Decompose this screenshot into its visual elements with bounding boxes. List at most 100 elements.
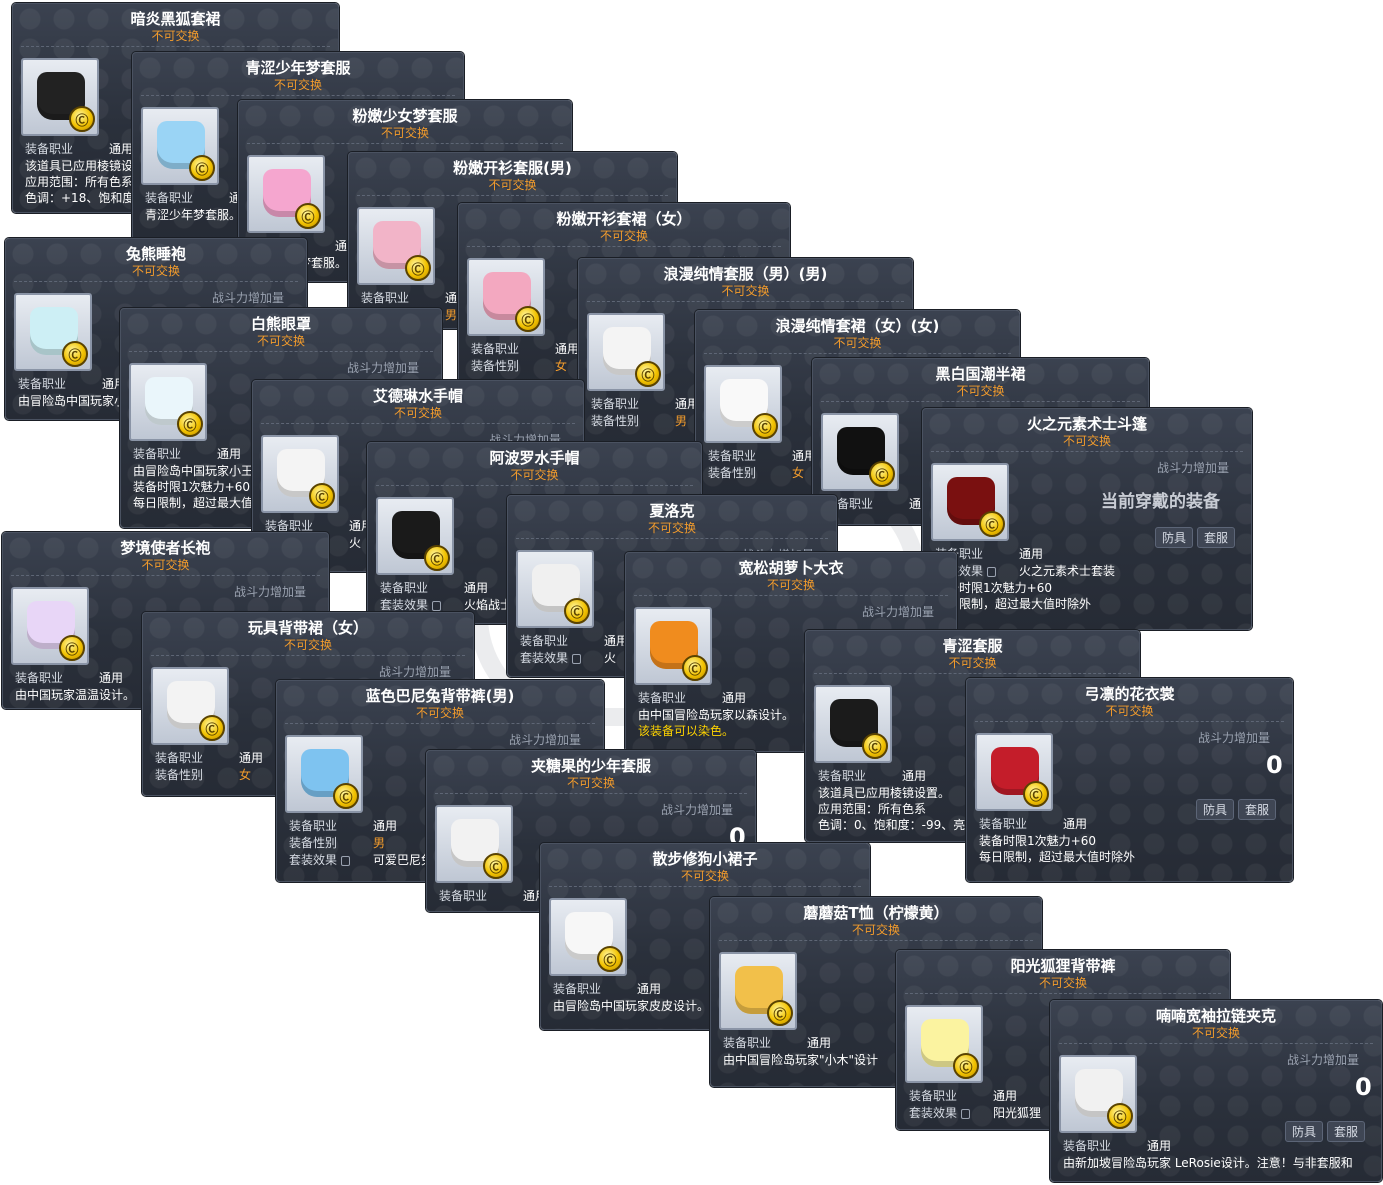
equip-job-label: 装备职业	[723, 1036, 772, 1050]
equip-job-label: 装备职业	[638, 691, 687, 705]
cash-coin-icon: Ⓒ	[682, 655, 708, 681]
equip-job-value: 通用	[1147, 1139, 1172, 1153]
item-name: 白熊眼罩	[250, 315, 311, 333]
item-name: 粉嫩开衫套服(男)	[453, 159, 572, 177]
item-name: 夹糖果的少年套服	[530, 757, 651, 775]
tooltip-divider	[11, 575, 320, 577]
equip-job-value: 通用	[373, 819, 398, 833]
item-description-line: 由中国玩家温温设计。	[15, 688, 136, 702]
equip-job-value: 通用	[1019, 547, 1044, 561]
armor-tag: 防具	[1285, 1121, 1324, 1142]
lock-icon	[961, 1108, 971, 1119]
cash-coin-icon: Ⓒ	[177, 411, 203, 437]
equip-gender-value: 男	[373, 836, 386, 850]
equip-job-value: 通用	[807, 1036, 832, 1050]
item-name: 弓凛的花衣裳	[1084, 685, 1175, 703]
untradeable-label: 不可交换	[141, 558, 190, 572]
item-name: 夏洛克	[649, 502, 695, 520]
item-description-line: 装备时限1次魅力+60	[133, 480, 250, 494]
item-description-line: 色调：0、饱和度：-99、亮	[818, 818, 966, 832]
cash-coin-icon: Ⓒ	[333, 783, 359, 809]
equip-gender-value: 男	[445, 308, 458, 322]
item-icon: Ⓒ	[814, 685, 892, 763]
tooltip-divider	[975, 721, 1284, 723]
tooltip-divider	[549, 886, 861, 888]
item-name: 蓝色巴尼兔背带裤(男)	[365, 687, 515, 705]
item-description-line: 应用范围：所有色系	[818, 802, 927, 816]
untradeable-label: 不可交换	[415, 706, 464, 720]
cash-coin-icon: Ⓒ	[979, 511, 1005, 537]
untradeable-label: 不可交换	[948, 656, 997, 670]
untradeable-label: 不可交换	[131, 264, 180, 278]
item-name: 散步修狗小裙子	[652, 850, 758, 868]
untradeable-label: 不可交换	[1038, 976, 1087, 990]
combat-power-label: 战斗力增加量	[509, 733, 582, 747]
cash-coin-icon: Ⓒ	[597, 946, 623, 972]
item-icon: Ⓒ	[467, 258, 545, 336]
untradeable-label: 不可交换	[1062, 434, 1111, 448]
tooltip-divider	[516, 538, 828, 540]
item-icon: Ⓒ	[549, 898, 627, 976]
equip-job-label: 装备职业	[18, 377, 67, 391]
equip-job-value: 通用	[675, 397, 700, 411]
item-name: 阿波罗水手帽	[489, 449, 580, 467]
equip-job-label: 装备职业	[361, 291, 410, 305]
untradeable-label: 不可交换	[273, 78, 322, 92]
equip-job-value: 通用	[902, 769, 927, 783]
equip-job-label: 装备职业	[133, 447, 182, 461]
equip-job-label: 装备职业	[818, 769, 867, 783]
tooltip-divider	[129, 351, 433, 353]
cash-coin-icon: Ⓒ	[1107, 1103, 1133, 1129]
equip-job-value: 通用	[637, 982, 662, 996]
tooltip-divider	[905, 993, 1221, 995]
equip-gender-value: 女	[239, 768, 252, 782]
tooltip-divider	[357, 195, 668, 197]
tooltip-divider	[1059, 1043, 1373, 1045]
set-effect-value: 可爱巴尼兔	[373, 853, 434, 867]
set-effect-label-text: 套装效果	[909, 1106, 958, 1120]
untradeable-label: 不可交换	[151, 29, 200, 43]
cash-coin-icon: Ⓒ	[767, 1000, 793, 1026]
item-name: 玩具背带裙（女）	[247, 619, 368, 637]
item-icon: Ⓒ	[704, 365, 782, 443]
equip-job-label: 装备职业	[155, 751, 204, 765]
set-effect-value: 阳光狐狸	[993, 1106, 1042, 1120]
set-effect-value: 火焰战士	[464, 598, 513, 612]
dye-notice: 该装备可以染色。	[638, 724, 735, 738]
tooltip-divider	[821, 401, 1140, 403]
item-icon: Ⓒ	[11, 587, 89, 665]
item-description-line: 由中国冒险岛玩家以森设计。	[638, 708, 795, 722]
set-effect-label-text: 套装效果	[289, 853, 338, 867]
cash-coin-icon: Ⓒ	[752, 413, 778, 439]
combat-power-label: 战斗力增加量	[862, 605, 935, 619]
set-tag: 套服	[1327, 1121, 1366, 1142]
cash-coin-icon: Ⓒ	[69, 106, 95, 132]
combat-power-value: 0	[1266, 751, 1283, 779]
item-description-line: 由冒险岛中国玩家皮皮设计。	[553, 999, 710, 1013]
tooltip-divider	[14, 281, 298, 283]
item-description-line: 由新加坡冒险岛玩家 LeRosie设计。注意！与非套服和	[1063, 1156, 1353, 1170]
equip-job-value: 通用	[99, 671, 124, 685]
equip-job-label: 装备职业	[380, 581, 429, 595]
tooltip-divider	[467, 246, 781, 248]
tooltip-divider	[719, 940, 1033, 942]
tooltip-divider	[247, 143, 563, 145]
equip-job-label: 装备职业	[25, 142, 74, 156]
set-tag: 套服	[1197, 527, 1236, 548]
tooltip-divider	[376, 485, 693, 487]
combat-power-label: 战斗力增加量	[347, 361, 420, 375]
lock-icon	[432, 600, 442, 611]
equip-gender-label: 装备性别	[591, 414, 640, 428]
untradeable-label: 不可交换	[599, 229, 648, 243]
tooltip-divider	[141, 95, 455, 97]
tooltip-divider	[21, 46, 330, 48]
lock-icon	[341, 855, 351, 866]
currently-equipped-label: 当前穿戴的装备	[1101, 492, 1220, 512]
cash-coin-icon: Ⓒ	[199, 715, 225, 741]
item-icon: Ⓒ	[14, 293, 92, 371]
equip-job-value: 通用	[722, 691, 747, 705]
equip-job-label: 装备职业	[1063, 1139, 1112, 1153]
cash-coin-icon: Ⓒ	[405, 255, 431, 281]
